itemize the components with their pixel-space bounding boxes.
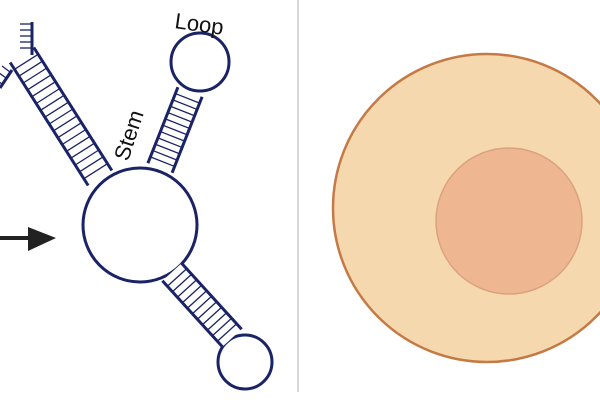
- stem-top-base-pair: [172, 99, 198, 111]
- stem-bottom-base-pair: [166, 268, 188, 287]
- stem-top-base-pair: [152, 149, 178, 161]
- stem-bottom-base-pair: [181, 284, 203, 304]
- central-multiloop: [81, 166, 199, 284]
- loop-label: Loop: [173, 8, 225, 40]
- hairpin-loop-top: [169, 31, 231, 93]
- stem-bottom-base-pair: [196, 301, 218, 320]
- stem-top-base-pair: [167, 111, 193, 123]
- stem-bottom-base-pair: [201, 306, 223, 326]
- stem-left-base-pair: [57, 122, 82, 139]
- stem-left-base-pair: [48, 108, 74, 125]
- stem-label: Stem: [109, 107, 149, 164]
- stem-top-base-pair: [150, 156, 175, 168]
- stem-left-base-pair: [14, 53, 39, 70]
- unpaired-base: [1, 65, 11, 73]
- stem-top-base-pair: [157, 137, 183, 149]
- stem-left-base-pair: [74, 149, 100, 166]
- unpaired-base: [0, 81, 3, 85]
- cell-nucleus: [435, 147, 583, 295]
- hairpin-loop-bottom: [216, 333, 274, 391]
- stem-bottom-base-pair: [186, 290, 208, 309]
- stem-left-base-pair: [79, 156, 104, 173]
- arrow: [0, 227, 56, 251]
- stem-top-base-pair: [170, 105, 195, 117]
- stem-left-base-pair: [40, 94, 65, 111]
- stem-bottom-base-pair: [191, 295, 213, 315]
- stem-left-base-pair: [27, 74, 52, 91]
- stem-bottom-base-pair: [171, 273, 193, 293]
- stem-bottom-base-pair: [176, 279, 198, 298]
- unpaired-base: [0, 72, 7, 79]
- stem-left-base-pair: [70, 142, 95, 159]
- stem-left-base-pair: [53, 115, 78, 132]
- stem-top-base-pair: [155, 143, 180, 155]
- stem-left-base-pair: [66, 135, 91, 152]
- stem-left-base-pair: [44, 101, 69, 118]
- stem-left-base-pair: [31, 81, 56, 98]
- stem-left-base-pair: [61, 128, 87, 146]
- arrow-head: [28, 227, 56, 251]
- strand-end-b: [0, 69, 14, 89]
- stem-left-base-pair: [35, 87, 61, 105]
- stem-top-base-pair: [162, 124, 188, 136]
- rna-secondary-structure: [0, 22, 274, 391]
- stem-bottom-base-pair: [206, 312, 228, 331]
- stem-bottom-base-pair: [211, 317, 233, 337]
- stem-left-base-pair: [22, 67, 48, 84]
- stem-top-base-pair: [165, 118, 190, 130]
- stem-top-base-pair: [160, 130, 185, 142]
- stem-bottom-base-pair: [216, 323, 238, 342]
- stem-left-base-pair: [18, 60, 43, 77]
- stem-left-base-pair: [83, 163, 108, 180]
- stem-top-base-pair: [175, 92, 200, 104]
